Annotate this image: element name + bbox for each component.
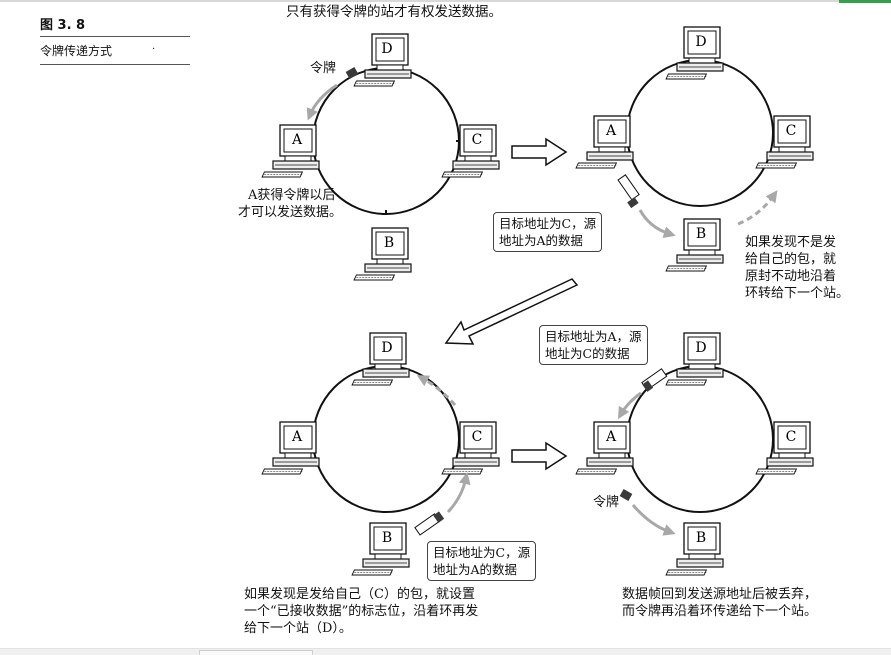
- data-frame-header: [627, 197, 639, 209]
- panel3-note-line-3: 给下一个站（D）。: [244, 621, 352, 636]
- station-label-B: B: [384, 235, 394, 251]
- panel2-note-line-1: 如果发现不是发: [745, 235, 837, 250]
- panel3-note-line-1: 如果发现是发给自己（C）的包，就设置: [244, 587, 475, 602]
- station-label-D: D: [695, 340, 706, 356]
- panel-2: D A C B: [575, 26, 814, 272]
- data-frame-header: [642, 380, 654, 392]
- station-label-B: B: [696, 530, 706, 546]
- forward-arrow: [416, 375, 457, 406]
- token-move-arrow: [306, 83, 338, 121]
- figure-caption-text: 令牌传递方式: [40, 44, 113, 58]
- station-label-A: A: [291, 132, 303, 148]
- ring-2: [626, 59, 774, 207]
- station-A-computer: [261, 421, 320, 475]
- station-label-C: C: [786, 429, 797, 445]
- panel2-note-line-4: 环转给下一个站。: [745, 286, 850, 301]
- station-C-computer: [441, 421, 500, 475]
- panel-4: D A C B: [575, 332, 814, 576]
- top-border: [0, 0, 891, 2]
- frame-move-arrow: [617, 391, 642, 420]
- station-label-B: B: [696, 226, 706, 242]
- station-B-computer: [665, 218, 724, 272]
- station-label-A: A: [605, 429, 617, 445]
- callout-line: 目标地址为A，源: [545, 329, 642, 344]
- token-label: 令牌: [593, 495, 620, 510]
- callout-line: 目标地址为C，源: [499, 216, 597, 231]
- panel4-frame-callout: 目标地址为A，源 地址为C的数据: [539, 325, 648, 365]
- station-A-computer: [575, 115, 634, 169]
- station-label-C: C: [472, 429, 483, 445]
- station-B-computer: [351, 522, 410, 576]
- station-label-D: D: [381, 340, 392, 356]
- panel1-note-line-2: 才可以发送数据。: [238, 205, 343, 220]
- caption-mark: ·: [152, 44, 156, 55]
- callout-line: 目标地址为C，源: [433, 545, 531, 560]
- panel2-frame-callout: 目标地址为C，源 地址为A的数据: [493, 212, 603, 252]
- token-icon: [619, 489, 633, 501]
- station-label-A: A: [291, 429, 303, 445]
- panel-3: D A C B: [261, 332, 500, 576]
- callout-line: 地址为A的数据: [499, 233, 584, 248]
- bottom-scrollbar[interactable]: [0, 648, 891, 655]
- scrollbar-thumb[interactable]: [199, 650, 313, 655]
- token-move-arrow: [631, 504, 676, 536]
- token-label: 令牌: [310, 61, 337, 76]
- panel4-note-line-2: 而令牌再沿着环传递给下一个站。: [622, 604, 818, 619]
- transition-arrow-3-4: [511, 441, 568, 471]
- panel2-note-line-2: 给自己的包，就: [745, 252, 837, 267]
- station-B-computer: [353, 227, 412, 281]
- station-label-A: A: [605, 123, 617, 139]
- station-C-computer: [755, 115, 814, 169]
- panel2-note-line-3: 原封不动地沿着: [745, 269, 837, 284]
- station-C-computer: [755, 421, 814, 475]
- panel3-frame-callout: 目标地址为C，源 地址为A的数据: [427, 541, 537, 581]
- transition-arrow-1-2: [511, 137, 568, 167]
- station-label-C: C: [786, 123, 797, 139]
- panel4-note-line-1: 数据帧回到发送源地址后被丢弃，: [622, 587, 818, 602]
- callout-line: 地址为A的数据: [433, 562, 518, 577]
- top-note: 只有获得令牌的站才有权发送数据。: [286, 4, 502, 20]
- station-C-computer: [441, 124, 500, 178]
- frame-move-arrow: [446, 472, 471, 514]
- station-label-C: C: [472, 132, 483, 148]
- data-frame-header: [433, 511, 445, 523]
- figure-label: 图 3. 8: [40, 14, 190, 37]
- top-accent-bar: [839, 0, 891, 3]
- station-label-D: D: [381, 41, 392, 57]
- station-label-B: B: [382, 530, 392, 546]
- figure-caption: 令牌传递方式 ·: [40, 42, 190, 65]
- frame-move-arrow: [638, 209, 676, 239]
- data-frame-icon: [617, 174, 640, 201]
- station-A-computer: [261, 124, 320, 178]
- forward-arrow: [737, 190, 778, 226]
- panel-1: D A C B: [261, 33, 500, 281]
- station-B-computer: [665, 522, 724, 576]
- callout-line: 地址为C的数据: [545, 346, 630, 361]
- transition-arrow-2-3: [444, 278, 579, 345]
- panel3-note-line-2: 一个“已接收数据”的标志位，沿着环再发: [244, 604, 479, 619]
- station-A-computer: [575, 421, 634, 475]
- panel1-note-line-1: A获得令牌以后: [248, 188, 336, 203]
- token-icon: [345, 67, 359, 79]
- station-label-D: D: [695, 34, 706, 50]
